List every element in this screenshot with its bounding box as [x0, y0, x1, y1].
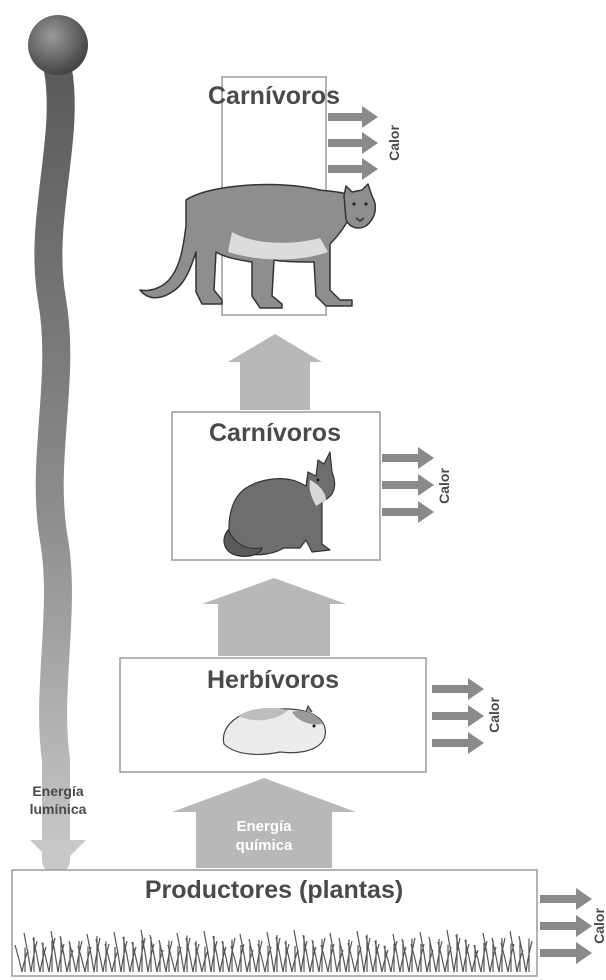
heat-label-top: Calor: [386, 125, 402, 161]
up-arrow-herbivoros-carnivoros: [202, 578, 346, 656]
heat-arrows-mid: [382, 447, 434, 523]
light-arrowhead: [30, 840, 86, 868]
light-energy-beam: [28, 15, 88, 868]
puma-icon: [140, 184, 375, 308]
herbivoros-label: Herbívoros: [207, 666, 339, 694]
heat-label-productores: Calor: [591, 908, 606, 944]
heat-arrows-productores: [540, 888, 592, 964]
carnivoros-mid-label: Carnívoros: [209, 419, 341, 447]
heat-arrows-top: [328, 106, 378, 180]
heat-arrows-herbivoros: [432, 678, 484, 754]
up-arrow-carnivoros-carnivoros: [228, 334, 322, 410]
carnivoros-top-label: Carnívoros: [208, 82, 340, 110]
sun-icon: [28, 15, 88, 75]
chemical-energy-line1: Energía: [236, 818, 292, 835]
heat-label-mid: Calor: [436, 468, 452, 504]
heat-label-herbivoros: Calor: [486, 697, 502, 733]
light-energy-line2: lumínica: [30, 801, 87, 817]
productores-label: Productores (plantas): [145, 876, 403, 904]
chemical-energy-line2: química: [236, 837, 293, 854]
light-energy-line1: Energía: [32, 783, 84, 799]
